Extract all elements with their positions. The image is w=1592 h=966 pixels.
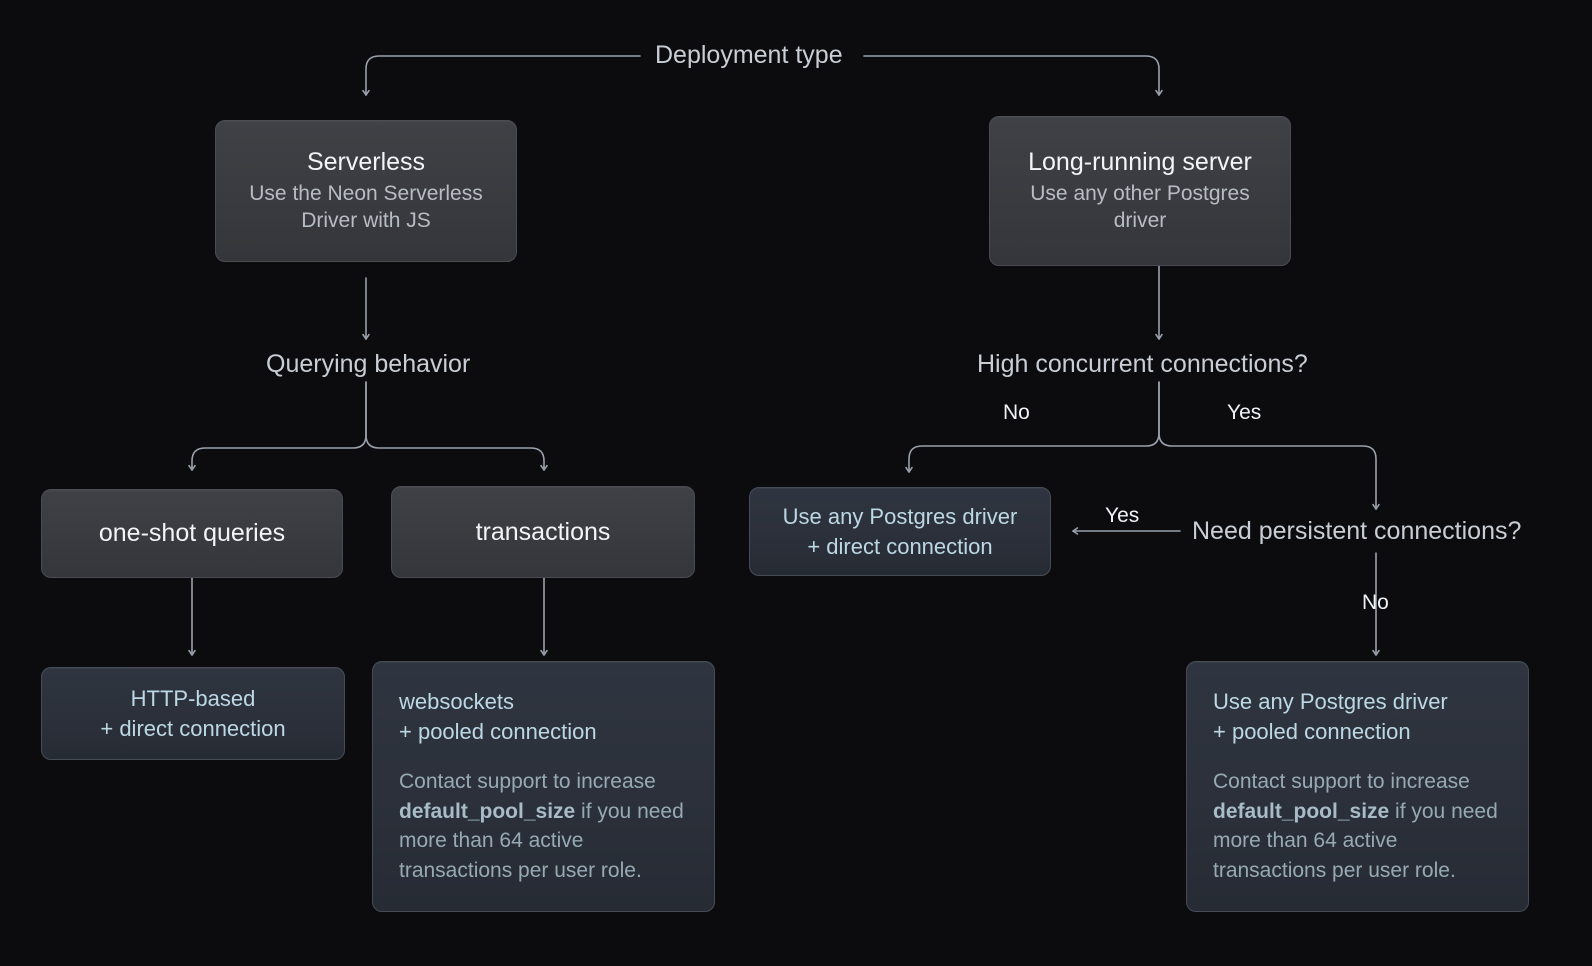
- node-serverless[interactable]: Serverless Use the Neon Serverless Drive…: [215, 120, 517, 262]
- node-long-running-subtitle: Use any other Postgres driver: [1030, 182, 1250, 233]
- node-http-based-headline: HTTP-based + direct connection: [100, 685, 286, 741]
- node-transactions-label: transactions: [475, 517, 611, 546]
- node-pooled-connection-body: Contact support to increase default_pool…: [1213, 767, 1502, 886]
- node-transactions[interactable]: transactions: [391, 486, 695, 578]
- edge-root-to-longrunning: [863, 55, 1163, 96]
- edge-label-persistent-no: No: [1362, 591, 1389, 614]
- node-one-shot-queries-label: one-shot queries: [98, 519, 286, 548]
- edge-concurrency-no: [905, 381, 1160, 473]
- node-websockets-body-code: default_pool_size: [399, 799, 576, 823]
- edge-question-to-oneshot: [188, 381, 367, 471]
- node-http-based-result[interactable]: HTTP-based + direct connection: [41, 667, 345, 760]
- node-one-shot-queries[interactable]: one-shot queries: [41, 489, 343, 578]
- question-high-concurrent-connections: High concurrent connections?: [977, 350, 1308, 378]
- question-need-persistent-connections: Need persistent connections?: [1192, 517, 1522, 545]
- edge-question-to-transactions: [365, 381, 548, 471]
- node-pooled-body-after: if you need more than 64 active transact…: [1213, 799, 1498, 883]
- question-querying-behavior: Querying behavior: [266, 350, 471, 378]
- node-direct-connection-headline: Use any Postgres driver + direct connect…: [782, 503, 1018, 559]
- node-serverless-subtitle: Use the Neon Serverless Driver with JS: [249, 182, 483, 233]
- node-websockets-body-before: Contact support to increase: [399, 769, 656, 793]
- node-pooled-body-code: default_pool_size: [1213, 799, 1390, 823]
- edge-root-to-serverless: [362, 55, 641, 96]
- edge-label-concurrency-no: No: [1003, 401, 1030, 424]
- node-long-running-server[interactable]: Long-running server Use any other Postgr…: [989, 116, 1291, 266]
- root-label: Deployment type: [655, 41, 843, 69]
- edge-label-persistent-yes: Yes: [1105, 504, 1140, 527]
- node-serverless-title: Serverless: [306, 147, 426, 176]
- edge-label-concurrency-yes: Yes: [1227, 401, 1262, 424]
- node-pooled-connection-headline: Use any Postgres driver + pooled connect…: [1213, 688, 1448, 744]
- node-websockets-body-after: if you need more than 64 active transact…: [399, 799, 684, 883]
- node-websockets-result[interactable]: websockets + pooled connection Contact s…: [372, 661, 715, 912]
- node-websockets-headline: websockets + pooled connection: [399, 688, 597, 744]
- node-websockets-body: Contact support to increase default_pool…: [399, 767, 688, 886]
- node-direct-connection-result[interactable]: Use any Postgres driver + direct connect…: [749, 487, 1051, 576]
- edge-concurrency-yes: [1158, 381, 1380, 510]
- node-long-running-title: Long-running server: [1028, 147, 1252, 176]
- node-pooled-connection-result[interactable]: Use any Postgres driver + pooled connect…: [1186, 661, 1529, 912]
- node-pooled-body-before: Contact support to increase: [1213, 769, 1470, 793]
